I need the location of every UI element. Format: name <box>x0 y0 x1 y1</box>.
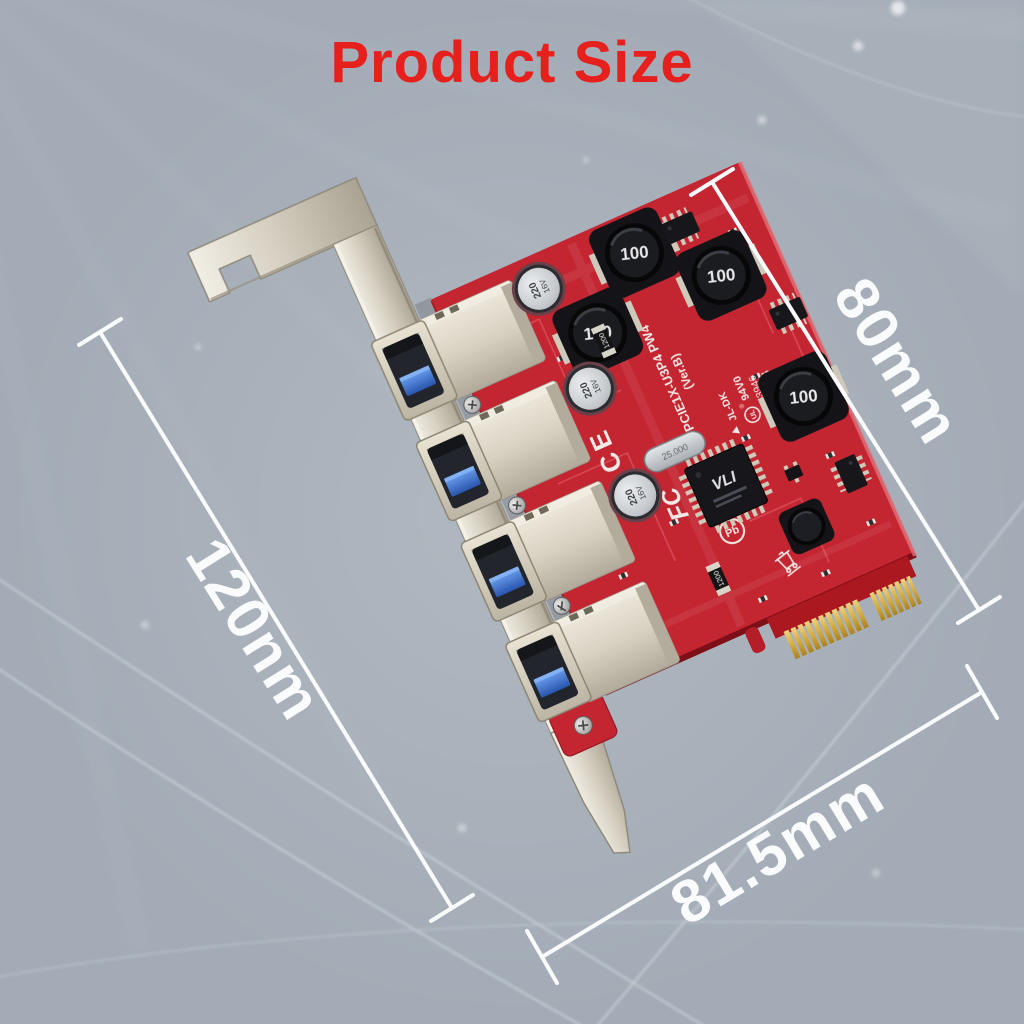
usb-port <box>505 581 680 723</box>
electrolytic-capacitor: 220 16V <box>511 261 566 316</box>
page-title: Product Size <box>330 30 693 95</box>
dimension-line-width <box>540 690 984 959</box>
dimension-line-height <box>710 180 981 612</box>
inductor-value-text: 100 <box>706 265 736 287</box>
background-sparkles <box>141 1 905 877</box>
screw <box>508 496 527 515</box>
ul-logo-icon <box>744 406 761 424</box>
bracket-top-flange <box>186 176 379 303</box>
soic-chip <box>830 454 872 494</box>
usb-port-tongue <box>489 566 526 597</box>
main-chip: VLI <box>678 438 774 534</box>
gold-fingers-short <box>869 575 922 622</box>
soic-chip <box>769 292 808 335</box>
tick-mark <box>965 664 999 720</box>
inductor-value-text: 100 <box>619 242 649 264</box>
screw <box>552 596 571 615</box>
background-sheen <box>700 0 1024 300</box>
screw <box>463 395 482 414</box>
screw <box>573 715 593 735</box>
usb-port-opening <box>517 635 579 710</box>
electrolytic-capacitor: 220 16V <box>562 361 617 416</box>
usb-port-tongue <box>534 667 571 698</box>
inductor: 100 <box>675 230 767 321</box>
usb-port-opening <box>427 434 489 509</box>
tick-mark <box>956 595 1002 625</box>
tick-mark <box>525 929 559 985</box>
dimension-line-length <box>98 330 454 910</box>
fuse: 1200 <box>590 323 617 359</box>
usb-port <box>415 380 591 522</box>
soic-chip <box>660 207 700 249</box>
ul-registered-text: ® <box>738 402 746 409</box>
usb-port-tongue <box>399 365 436 396</box>
usb-port-opening <box>472 534 534 609</box>
tick-mark <box>429 893 475 923</box>
triangle-icon <box>732 426 741 434</box>
usb-port <box>460 481 636 622</box>
gold-fingers-long <box>783 598 871 660</box>
electrolytic-capacitor: 220 16V <box>608 468 663 523</box>
inductor: 100 <box>588 207 681 299</box>
sot23-transistor <box>783 460 804 483</box>
pcie-edge-connector <box>745 555 922 660</box>
fuse: 1200 <box>705 561 732 597</box>
small-inductor <box>778 498 835 555</box>
usb-port-opening <box>382 333 444 408</box>
ul-mark-text: UL <box>749 408 759 420</box>
tick-mark <box>77 317 123 347</box>
pcie-card: PCIE1X-U3P4 PW4 (Ver.B) JL-DK UL ® 94V0 … <box>186 161 922 854</box>
inductor-value-text: 100 <box>788 386 818 408</box>
pcb-bottom-tab <box>745 626 766 654</box>
weee-bin-icon <box>774 549 802 577</box>
tick-mark <box>689 167 735 197</box>
crystal-oscillator: 25.000 <box>643 430 706 473</box>
usb-port-tongue <box>444 466 481 497</box>
usb-port <box>371 280 546 421</box>
